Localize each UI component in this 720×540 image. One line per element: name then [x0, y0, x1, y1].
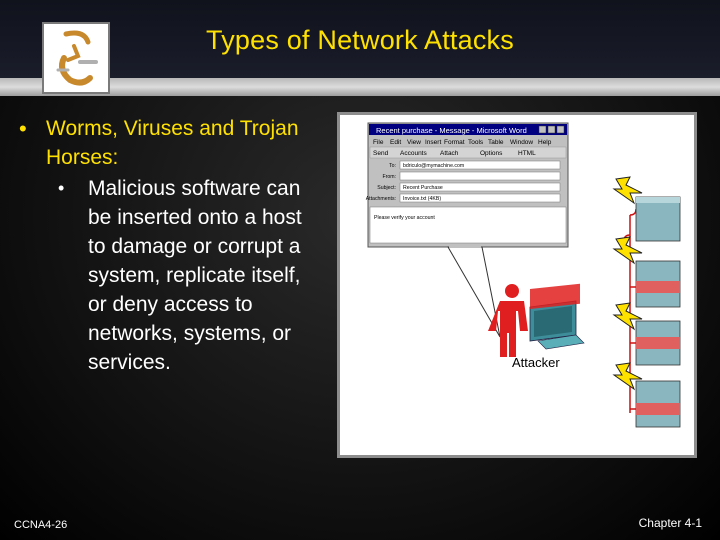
- bullet-dot-icon: •: [58, 178, 65, 198]
- field-label: From:: [382, 174, 396, 180]
- bullet-level-1: • Worms, Viruses and Trojan Horses:: [16, 114, 336, 172]
- menu-item[interactable]: Table: [488, 139, 504, 146]
- attack-illustration: Recent purchase - Message - Microsoft Wo…: [337, 112, 697, 458]
- attacker-person-icon: [488, 284, 528, 357]
- title-rule: [0, 78, 720, 96]
- attacker-computer-icon: [529, 283, 585, 350]
- logo-image: [42, 22, 110, 94]
- to-field[interactable]: [399, 160, 561, 170]
- attachments-field[interactable]: [399, 193, 561, 203]
- target-server-icon: [635, 260, 681, 308]
- options-button[interactable]: Options: [480, 150, 503, 157]
- menu-item[interactable]: Edit: [390, 139, 401, 146]
- subject-field[interactable]: [399, 182, 561, 192]
- accounts-button[interactable]: Accounts: [400, 150, 427, 157]
- message-body[interactable]: [369, 206, 567, 244]
- menu-item[interactable]: Window: [510, 139, 533, 146]
- field-value: Invoice.txt (4KB): [403, 196, 441, 202]
- field-label: Attachments:: [366, 196, 396, 202]
- menu-item[interactable]: Help: [538, 139, 552, 146]
- message-text: Please verify your account: [374, 215, 435, 221]
- bullet-text: Worms, Viruses and Trojan Horses:: [46, 117, 299, 169]
- send-button[interactable]: Send: [373, 150, 389, 157]
- format-select[interactable]: HTML: [518, 150, 536, 157]
- bullet-dot-icon: •: [19, 116, 27, 141]
- footer-course-code: CCNA4-26: [14, 519, 68, 531]
- email-window: Recent purchase - Message - Microsoft Wo…: [366, 122, 569, 248]
- field-value: bdriculo@mymachine.com: [403, 163, 464, 169]
- menu-item[interactable]: View: [407, 139, 421, 146]
- field-label: To:: [389, 163, 396, 169]
- bullet-level-2: • Malicious software can be inserted ont…: [16, 174, 336, 377]
- field-label: Subject:: [377, 185, 396, 191]
- target-server-icon: [635, 196, 681, 242]
- slide-title: Types of Network Attacks: [206, 25, 514, 55]
- target-server-icon: [635, 320, 681, 366]
- menu-item[interactable]: Insert: [425, 139, 441, 146]
- field-value: Recent Purchase: [403, 185, 443, 191]
- footer-page-number: Chapter 4-1: [638, 516, 702, 530]
- attach-button[interactable]: Attach: [440, 150, 459, 157]
- menu-item[interactable]: Format: [444, 139, 465, 146]
- from-field[interactable]: [399, 171, 561, 181]
- lightning-icon: [612, 176, 643, 391]
- menu-item[interactable]: File: [373, 139, 384, 146]
- bullet-text: Malicious software can be inserted onto …: [88, 177, 302, 374]
- title-bar: [0, 0, 720, 78]
- target-server-icon: [635, 380, 681, 428]
- menu-item[interactable]: Tools: [468, 139, 484, 146]
- window-title: Recent purchase - Message - Microsoft Wo…: [376, 126, 527, 135]
- attacker-label: Attacker: [512, 355, 560, 370]
- bullet-list: • Worms, Viruses and Trojan Horses: • Ma…: [16, 114, 336, 377]
